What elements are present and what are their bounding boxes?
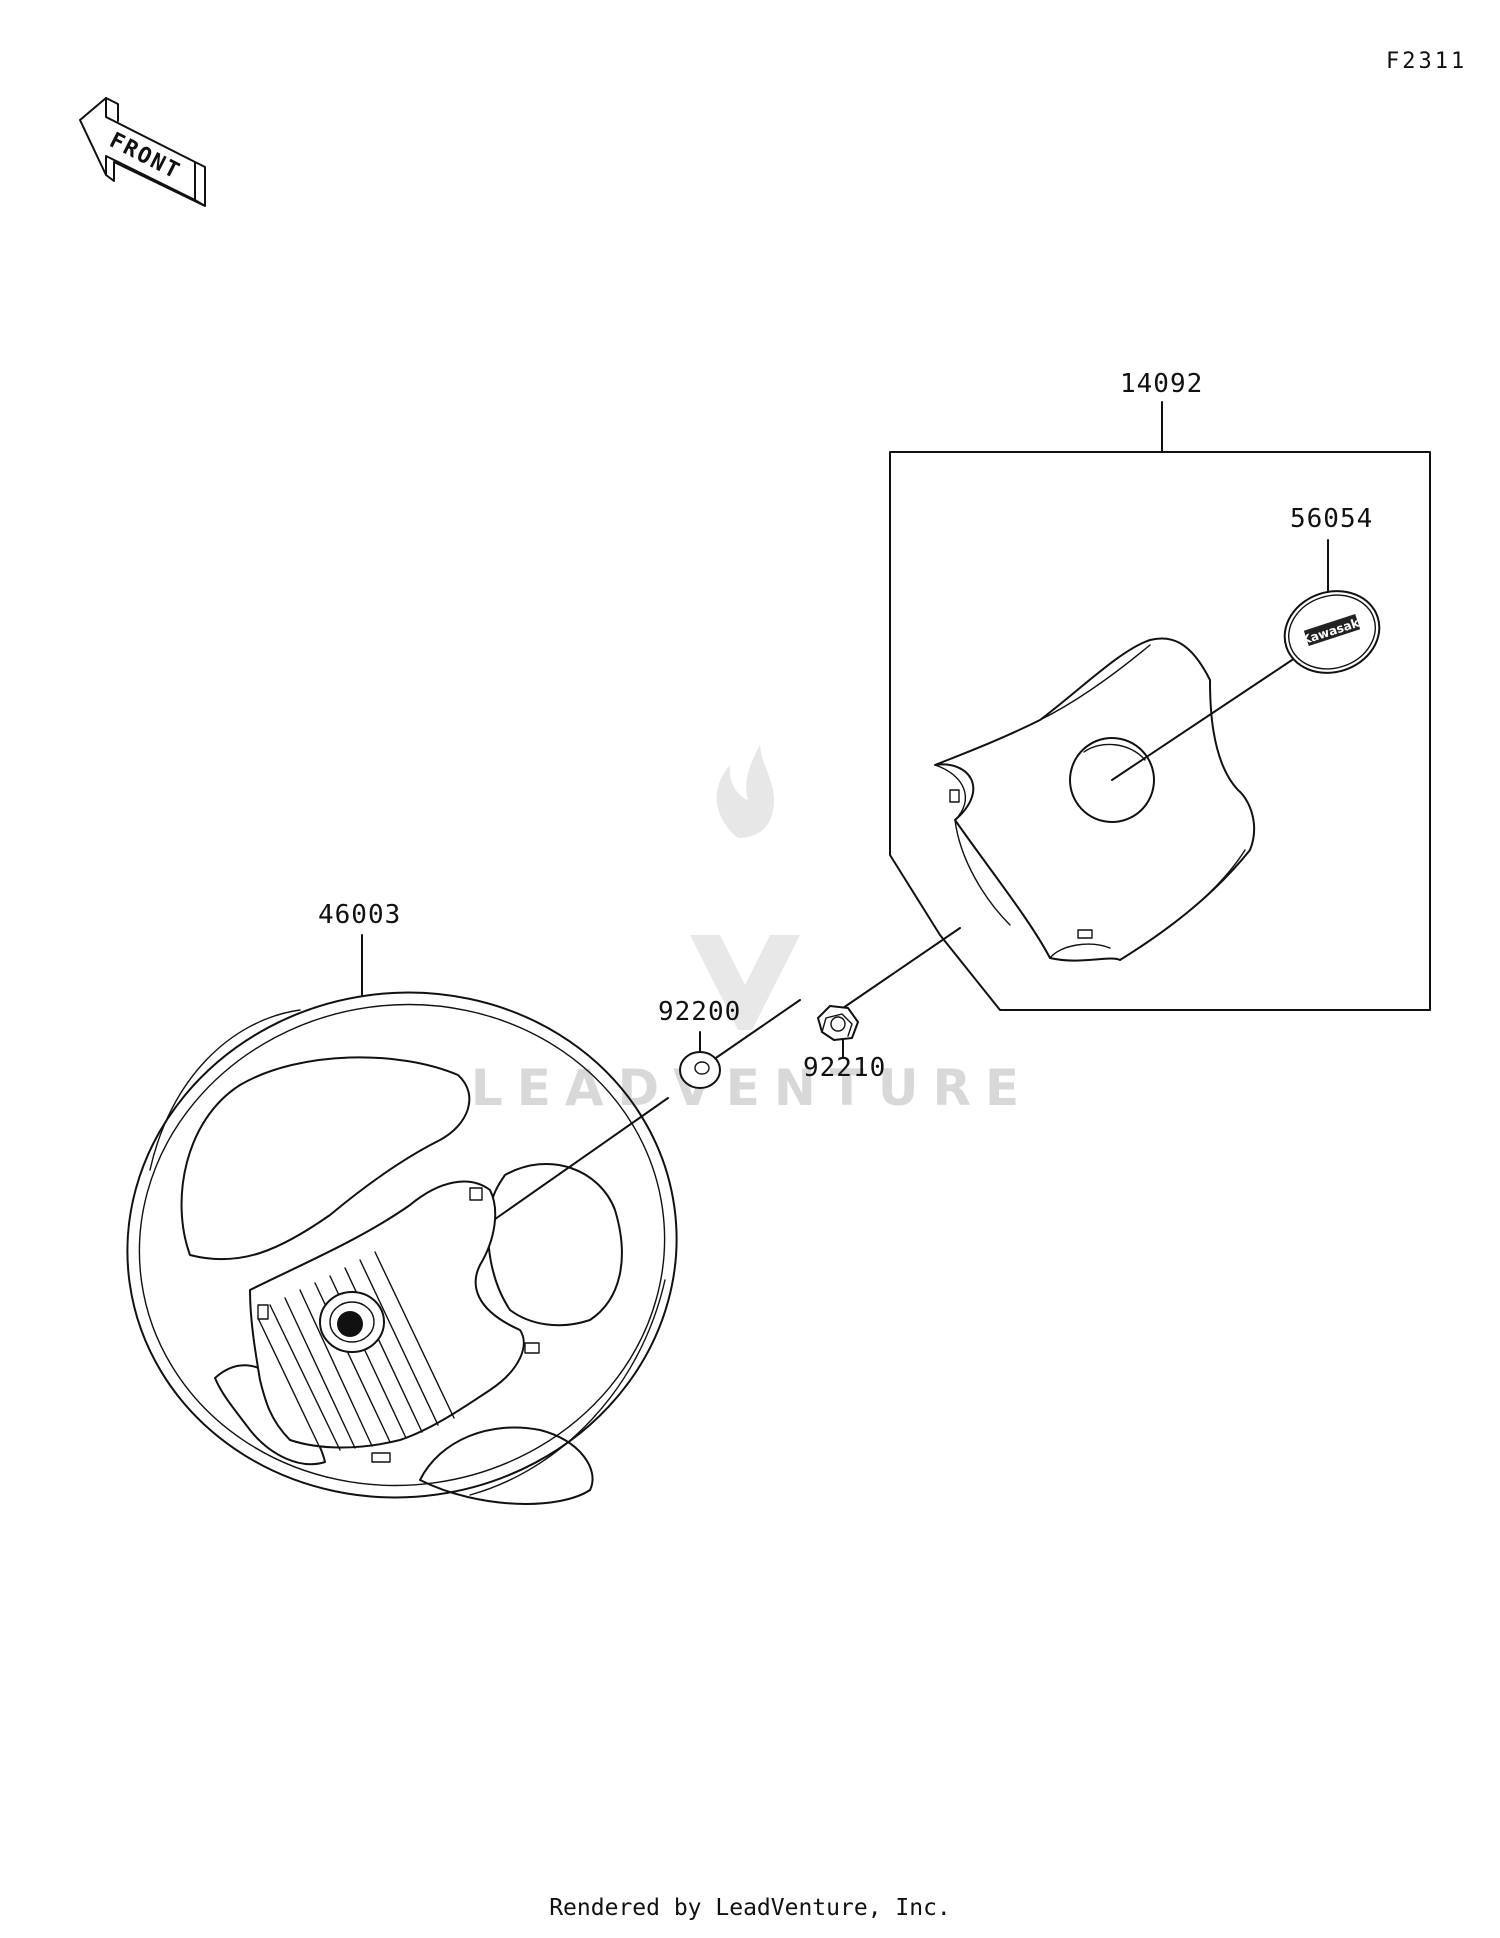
horn-pad-14092 bbox=[934, 637, 1255, 962]
axis-line-upper bbox=[842, 927, 961, 1009]
part-label-56054: 56054 bbox=[1290, 504, 1373, 534]
watermark: LEADVENTURE bbox=[471, 745, 1033, 1117]
part-label-92200: 92200 bbox=[658, 997, 741, 1027]
nut-92210 bbox=[817, 1005, 859, 1041]
washer-92200 bbox=[679, 1051, 721, 1089]
watermark-text: LEADVENTURE bbox=[471, 1059, 1033, 1117]
watermark-flame-icon bbox=[690, 745, 800, 1030]
leader-emblem-to-pad bbox=[1111, 659, 1293, 781]
footer-credit: Rendered by LeadVenture, Inc. bbox=[549, 1895, 951, 1921]
axis-line-middle bbox=[709, 999, 801, 1063]
group-frame-14092 bbox=[889, 401, 1431, 1011]
emblem-56054: Kawasaki bbox=[1283, 590, 1381, 674]
part-label-92210: 92210 bbox=[803, 1053, 886, 1083]
steering-wheel-46003 bbox=[126, 991, 678, 1505]
part-label-14092: 14092 bbox=[1120, 369, 1203, 399]
front-arrow-icon: FRONT bbox=[79, 97, 206, 207]
part-label-46003: 46003 bbox=[318, 900, 401, 930]
emblem-text: Kawasaki bbox=[1300, 614, 1365, 647]
diagram-code: F2311 bbox=[1386, 49, 1467, 74]
